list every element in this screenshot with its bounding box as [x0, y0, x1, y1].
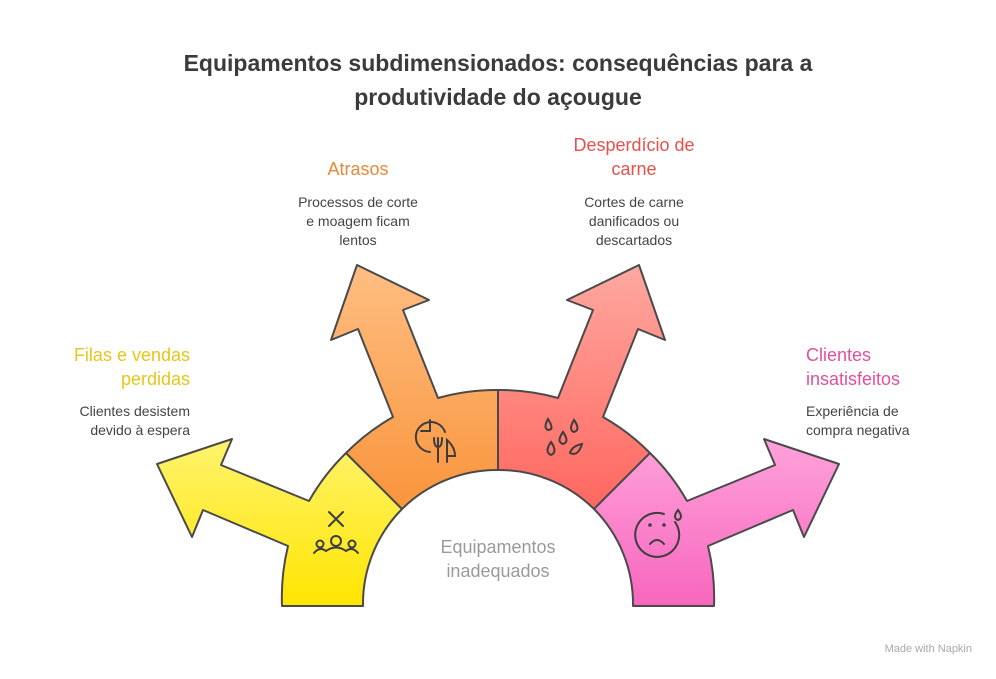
title-line-1: Equipamentos subdimensionados: consequên… [183, 50, 813, 76]
clock-utensils-icon [414, 419, 457, 463]
desperdicio-title: Desperdício de carne [534, 133, 734, 181]
page-title: Equipamentos subdimensionados: consequên… [0, 46, 996, 114]
center-label-line-1: Equipamentos [440, 537, 556, 557]
drops-icon [544, 417, 584, 457]
atrasos-title: Atrasos [258, 157, 458, 181]
desperdicio-description: Cortes de carne danificados ou descartad… [534, 193, 734, 250]
atrasos-description: Processos de corte e moagem ficam lentos [258, 193, 458, 250]
atrasos-title-line-1: Atrasos [327, 159, 389, 179]
center-label: Equipamentos inadequados [398, 535, 598, 583]
desperdicio-desc-line-1: Cortes de carne [584, 194, 684, 210]
clientes-title-line-1: Clientes [806, 345, 872, 365]
atrasos-desc-line-1: Processos de corte [298, 194, 418, 210]
clientes-desc-line-2: compra negativa [806, 422, 910, 438]
napkin-watermark: Made with Napkin [884, 643, 972, 655]
desperdicio-title-line-1: Desperdício de [573, 135, 695, 155]
segment-arrow-desperdicio [497, 264, 666, 510]
center-label-line-2: inadequados [446, 561, 550, 581]
segment-arrow-clientes [593, 438, 840, 607]
filas-title: Filas e vendas perdidas [74, 343, 190, 391]
clientes-description: Experiência de compra negativa [806, 402, 910, 440]
people-cross-icon [313, 511, 359, 554]
title-line-2: produtividade do açougue [354, 84, 642, 110]
desperdicio-title-line-2: carne [611, 159, 657, 179]
clientes-title-line-2: insatisfeitos [806, 369, 901, 389]
atrasos-desc-line-2: e moagem ficam [306, 213, 410, 229]
desperdicio-desc-line-2: danificados ou [588, 213, 680, 229]
clientes-desc-line-1: Experiência de [806, 403, 899, 419]
filas-title-line-1: Filas e vendas [73, 345, 190, 365]
filas-desc-line-2: devido à espera [90, 422, 190, 438]
desperdicio-desc-line-3: descartados [595, 232, 673, 248]
segment-arrow-filas [156, 438, 403, 607]
segment-arrow-atrasos [330, 264, 499, 510]
atrasos-desc-line-3: lentos [339, 232, 377, 248]
filas-desc-line-1: Clientes desistem [79, 403, 191, 419]
filas-description: Clientes desistem devido à espera [80, 402, 191, 440]
clientes-title: Clientes insatisfeitos [806, 343, 900, 391]
sad-face-icon [634, 508, 682, 558]
filas-title-line-2: perdidas [120, 369, 190, 389]
